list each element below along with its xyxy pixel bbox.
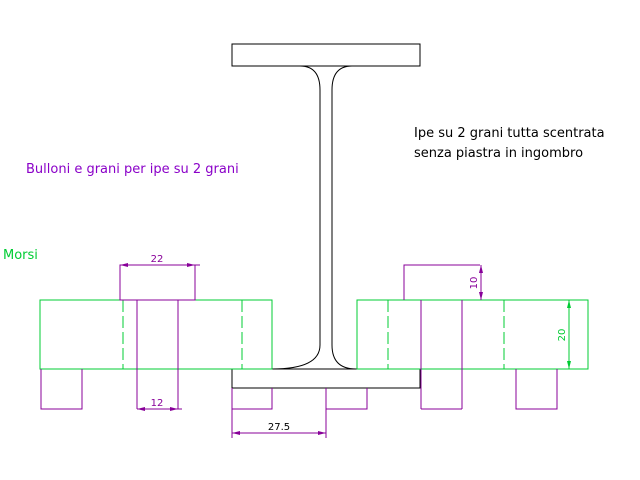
description-line-1: Ipe su 2 grani tutta scentrata	[414, 126, 605, 141]
ipe-web-left	[271, 65, 321, 370]
dim-12-arrow-left	[137, 407, 145, 411]
description-line-2: senza piastra in ingombro	[414, 146, 583, 161]
title-left-note: Bulloni e grani per ipe su 2 grani	[26, 162, 239, 177]
dim-20-arrow-bottom	[567, 361, 571, 369]
left-clamp	[39, 299, 273, 370]
dim-12-arrow-right	[170, 407, 178, 411]
dim-27-5-text: 27.5	[268, 422, 290, 433]
dim-10-arrow-bottom	[479, 292, 483, 300]
dim-22-arrow-right	[187, 263, 195, 267]
morsi-label: Morsi	[3, 248, 38, 263]
foot-under-beam-right	[325, 388, 368, 410]
ipe-web-right	[331, 65, 357, 370]
dim-27-5-arrow-right	[318, 431, 326, 435]
foot-right-outer	[515, 369, 558, 410]
bolts	[40, 264, 558, 410]
ipe-beam	[231, 43, 421, 389]
foot-under-beam-left	[231, 388, 273, 410]
dim-22-text: 22	[151, 254, 164, 265]
dim-10-arrow-top	[479, 265, 483, 273]
dimension-20	[567, 300, 571, 369]
left-bolt-head	[119, 264, 196, 301]
ipe-bottom-flange	[231, 368, 421, 389]
right-clamp	[356, 299, 589, 370]
dim-20-arrow-top	[567, 300, 571, 308]
dimensions	[120, 263, 483, 438]
foot-left-outer	[40, 369, 83, 410]
dim-22-arrow-left	[120, 263, 128, 267]
dim-10-text: 10	[469, 277, 480, 290]
right-bolt-head	[403, 264, 480, 300]
dim-27-5-arrow-left	[232, 431, 240, 435]
right-clamp-body	[356, 299, 589, 370]
left-clamp-body	[39, 299, 273, 370]
ipe-top-flange	[231, 43, 421, 67]
dim-12-text: 12	[151, 398, 164, 409]
dim-20-text: 20	[557, 329, 568, 342]
